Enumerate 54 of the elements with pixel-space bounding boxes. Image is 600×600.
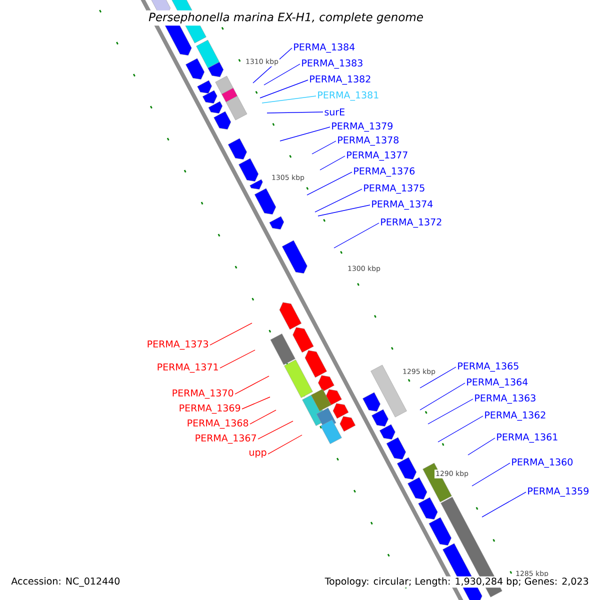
gene-label: PERMA_1369 bbox=[180, 404, 240, 414]
leader-line bbox=[280, 126, 330, 142]
leader-line bbox=[312, 140, 336, 154]
gene-label: PERMA_1376 bbox=[354, 167, 415, 177]
gene-label: PERMA_1374 bbox=[372, 200, 433, 210]
gene-label: PERMA_1372 bbox=[381, 218, 442, 228]
gene-label: PERMA_1359 bbox=[528, 487, 588, 497]
leader-line bbox=[268, 434, 302, 454]
gene-label: PERMA_1370 bbox=[172, 389, 234, 399]
gene-label: PERMA_1378 bbox=[338, 136, 398, 146]
leader-line bbox=[242, 396, 270, 410]
gene-label: PERMA_1384 bbox=[294, 43, 355, 53]
gene-label: upp bbox=[250, 450, 266, 458]
gene-label: surE bbox=[324, 108, 344, 116]
leader-line bbox=[258, 420, 294, 440]
title: Persephonella marina EX-H1, complete genome bbox=[146, 10, 426, 26]
leader-line bbox=[220, 350, 256, 368]
gene-label: PERMA_1362 bbox=[485, 411, 546, 421]
gene-label: PERMA_1365 bbox=[458, 362, 518, 372]
leader-line bbox=[260, 80, 308, 98]
gene-label: PERMA_1371 bbox=[158, 363, 218, 373]
gene-label: PERMA_1375 bbox=[364, 184, 424, 194]
leader-line bbox=[468, 438, 496, 456]
leader-line bbox=[314, 188, 362, 212]
gene-label: PERMA_1373 bbox=[148, 340, 208, 350]
leader-line bbox=[428, 398, 474, 424]
leader-line bbox=[438, 416, 484, 442]
leader-line bbox=[334, 222, 380, 248]
gene-label: PERMA_1383 bbox=[302, 59, 362, 69]
leader-line bbox=[320, 156, 346, 170]
gene-label: PERMA_1361 bbox=[497, 433, 558, 443]
leader-line bbox=[420, 382, 466, 410]
footer-text: Topology: circular; Length: 1,930,284 bp; Genes: 2,023 bbox=[324, 576, 590, 588]
leader-line bbox=[482, 492, 526, 518]
gene-label: PERMA_1367 bbox=[196, 434, 256, 444]
gene-label: PERMA_1377 bbox=[347, 151, 408, 161]
leader-line bbox=[306, 172, 352, 196]
leader-line bbox=[264, 64, 300, 86]
gene-label: PERMA_1364 bbox=[467, 378, 528, 388]
gene-label: PERMA_1379 bbox=[332, 122, 392, 132]
gene-label: PERMA_1382 bbox=[310, 75, 370, 85]
leader-line bbox=[250, 410, 276, 424]
leader-line bbox=[262, 96, 316, 104]
leader-line bbox=[210, 322, 252, 346]
leader-line bbox=[420, 366, 456, 388]
leader-line bbox=[472, 462, 510, 486]
gene-label: PERMA_1368 bbox=[188, 419, 248, 429]
leader-line bbox=[234, 376, 270, 394]
gene-label: PERMA_1363 bbox=[475, 394, 536, 404]
footer-text: Accession: NC_012440 bbox=[10, 576, 122, 588]
leader-line bbox=[318, 204, 370, 216]
gene-label: PERMA_1360 bbox=[512, 458, 573, 468]
gene-label: PERMA_1381 bbox=[318, 91, 378, 101]
leader-line bbox=[266, 112, 324, 114]
